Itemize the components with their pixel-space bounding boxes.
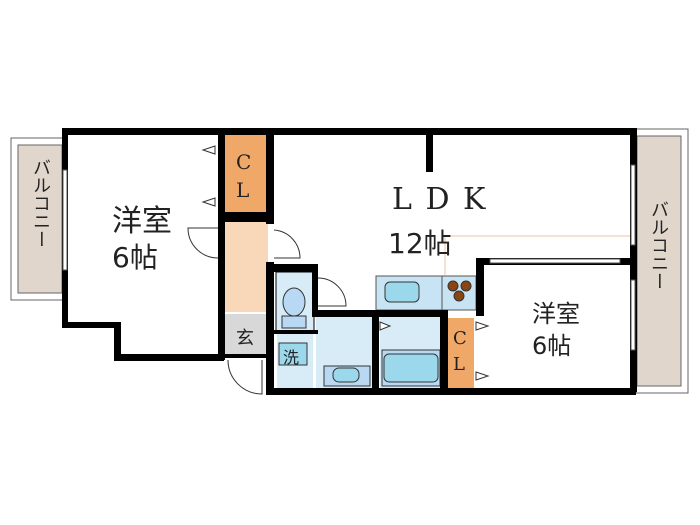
closet-left-label-c: C (236, 150, 252, 174)
toilet-icon (281, 287, 307, 329)
western-room-left-label: 洋室 (112, 204, 172, 239)
western-room-right-label: 洋室 (532, 300, 580, 328)
walls (62, 128, 637, 395)
western-room-right-size: 6帖 (532, 332, 572, 360)
washbasin-icon (323, 365, 371, 387)
western-room-left-floor (67, 134, 222, 356)
closet-right-label-c: C (453, 328, 467, 349)
balcony-right (635, 128, 689, 394)
stove-burners-icon (447, 280, 472, 302)
balcony-right-label: バルコニー (648, 200, 669, 290)
windows (62, 164, 636, 351)
balcony-left-label: バルコニー (30, 158, 51, 248)
ldk-label: L D K (392, 182, 488, 217)
entrance-label: 玄 (236, 328, 254, 349)
balcony-left (10, 137, 64, 301)
western-room-left-size: 6帖 (112, 241, 158, 274)
closet-right-label-l: L (453, 354, 465, 375)
washer-icon (278, 342, 308, 366)
closet-left (224, 134, 268, 212)
hallway (224, 222, 268, 312)
ldk-size: 12帖 (388, 227, 452, 260)
closet-right (448, 318, 474, 388)
closet-left-label-l: L (236, 178, 250, 202)
ldk-guide-line (444, 235, 630, 275)
entrance (224, 314, 268, 354)
doors (187, 227, 347, 395)
closet-door-markers (201, 145, 490, 381)
washer-label: 洗 (283, 348, 300, 367)
sink-icon (384, 281, 420, 303)
